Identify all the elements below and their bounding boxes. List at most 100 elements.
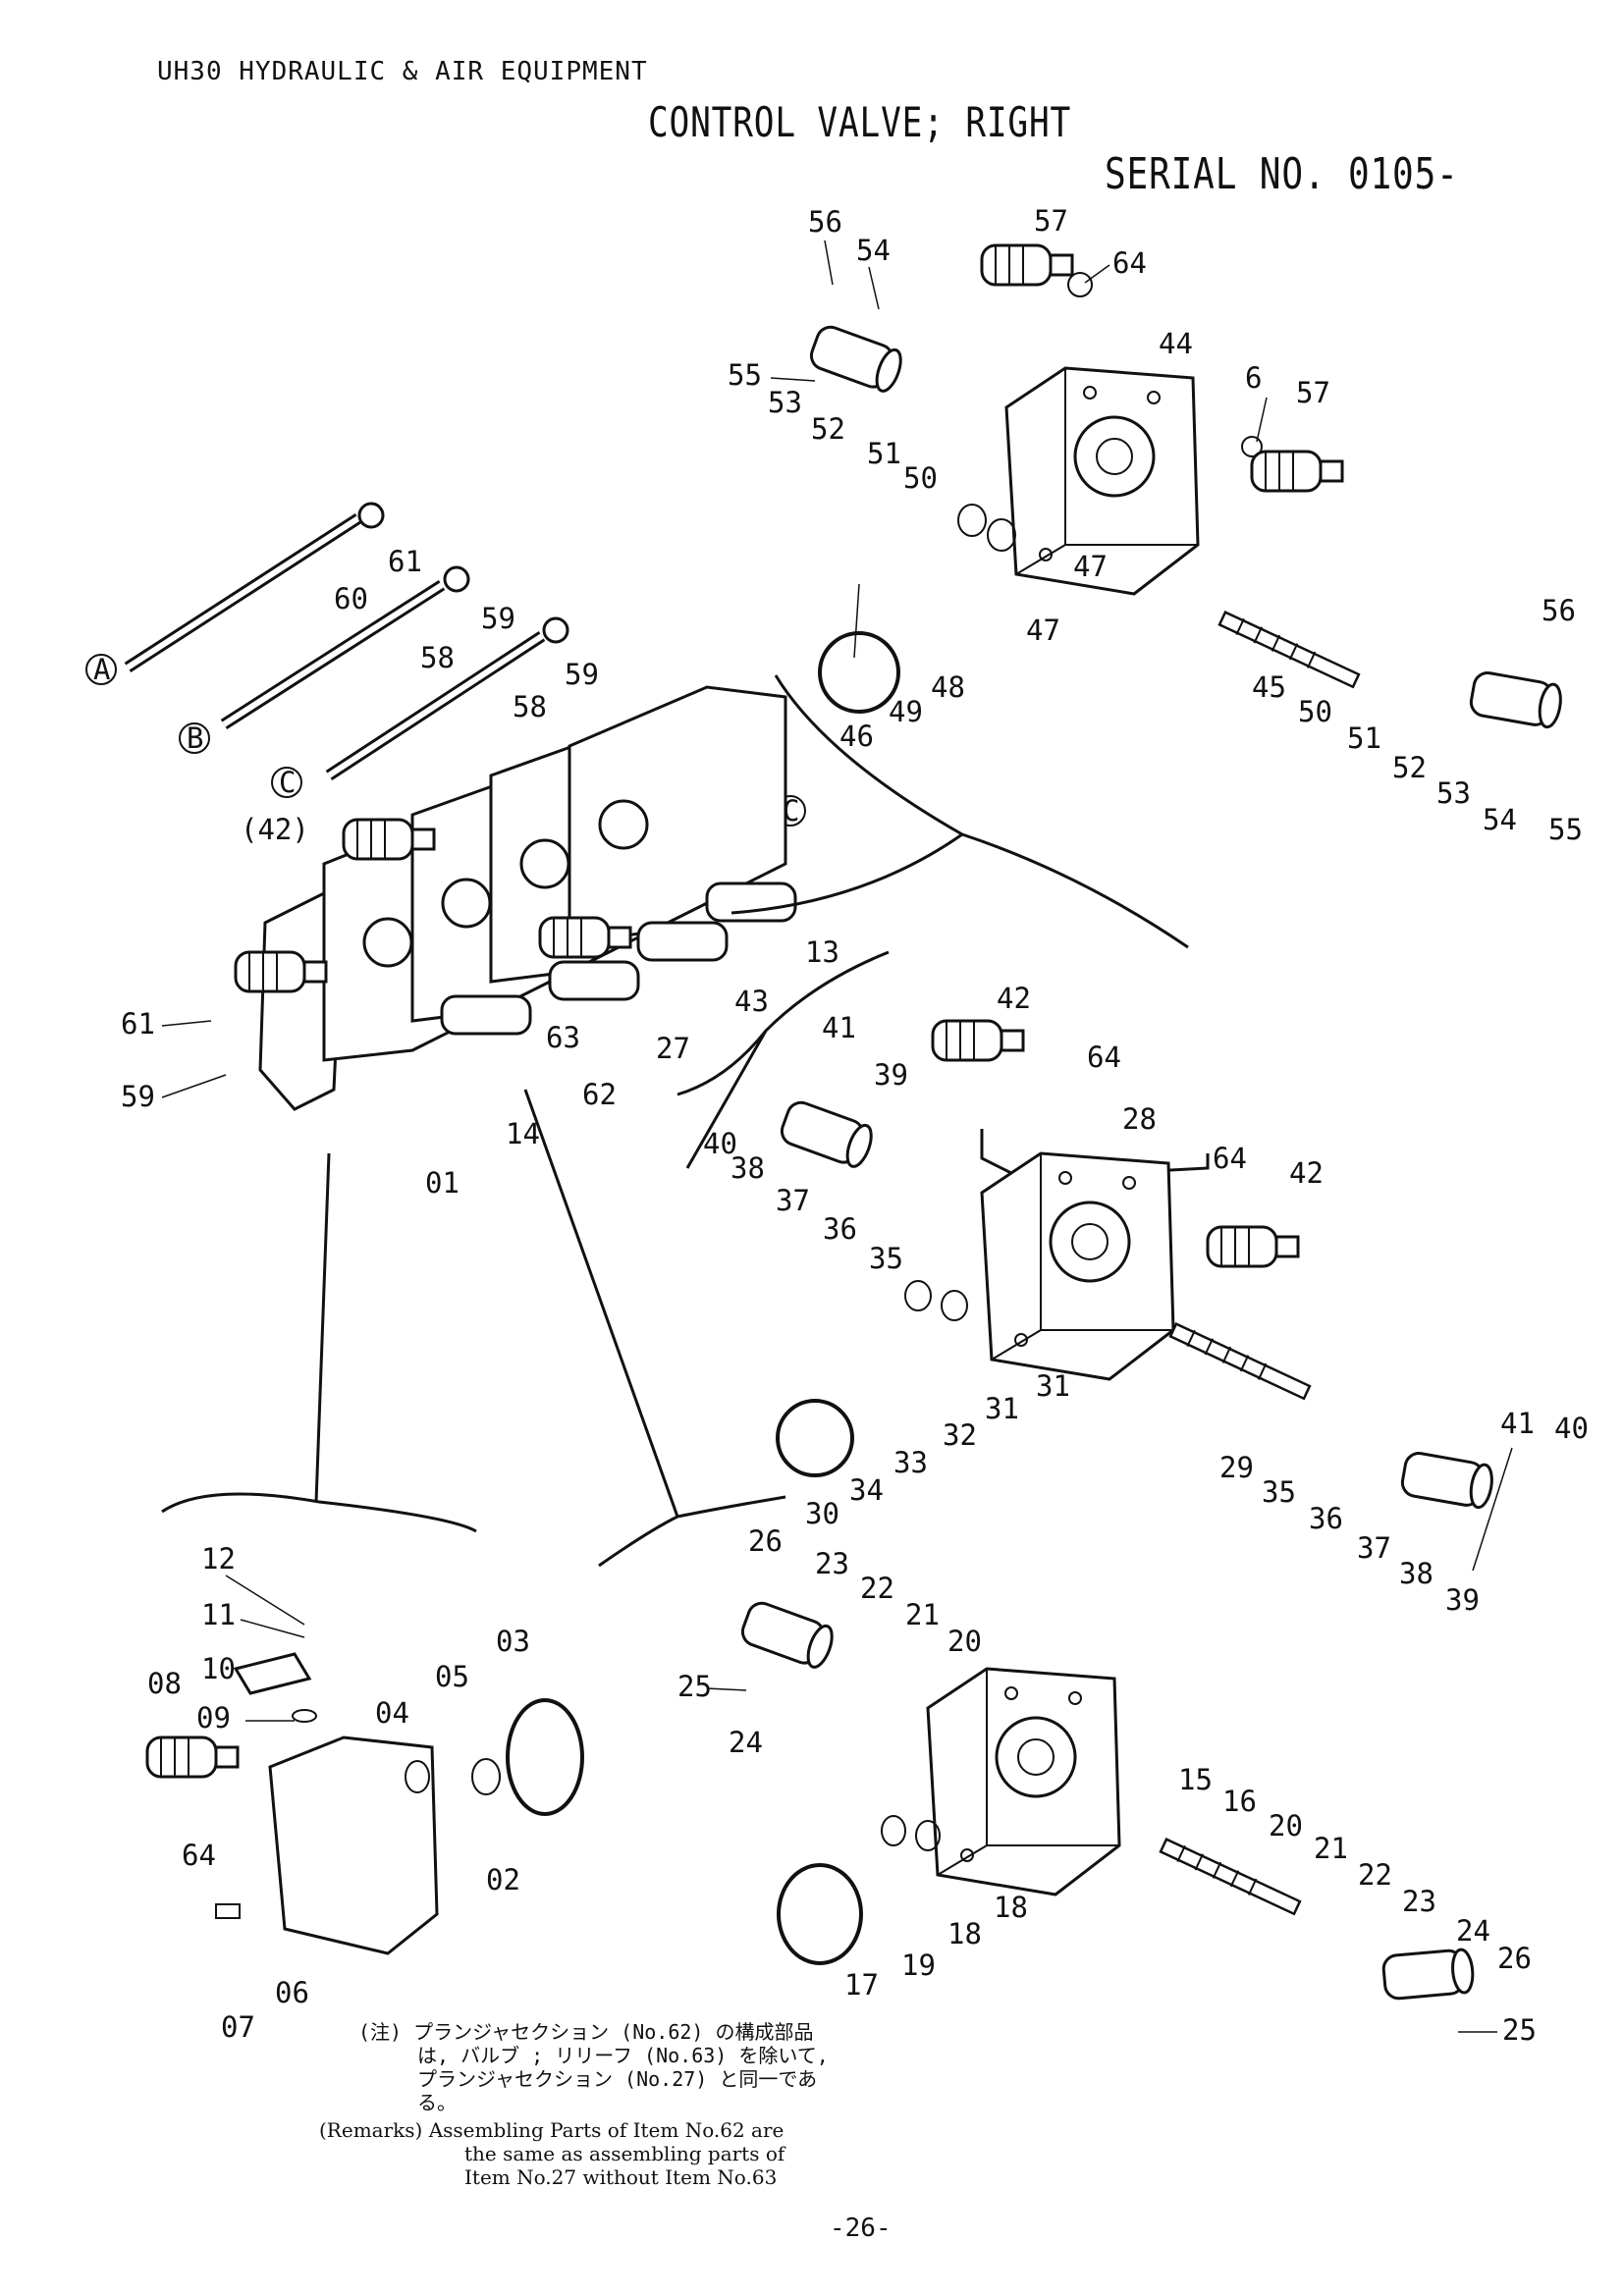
- callout-26: 26: [748, 1524, 783, 1558]
- callout-29: 29: [1219, 1451, 1254, 1484]
- callout-03: 03: [496, 1625, 530, 1658]
- callout-25b: 25: [1502, 2013, 1537, 2047]
- callout-24: 24: [729, 1726, 763, 1759]
- callout-59: 59: [481, 602, 515, 635]
- marker-c-label: C: [279, 766, 296, 799]
- callout-59b: 59: [565, 658, 599, 691]
- callout-36b: 36: [1309, 1502, 1343, 1535]
- callout-55b: 55: [1548, 813, 1583, 846]
- callout-38b: 38: [1399, 1557, 1434, 1590]
- callout-05: 05: [435, 1660, 469, 1693]
- callout-47b: 47: [1026, 614, 1060, 647]
- callout-28: 28: [1122, 1102, 1157, 1136]
- callout-40b: 40: [1554, 1412, 1589, 1445]
- callout-22: 22: [860, 1572, 894, 1605]
- callout-39b: 39: [1445, 1583, 1480, 1617]
- exploded-section-44: [805, 243, 1565, 730]
- callout-56b: 56: [1542, 594, 1576, 627]
- callout-35b: 35: [1262, 1475, 1296, 1509]
- marker-a-icon: [85, 654, 117, 685]
- callout-61b: 61: [121, 1007, 155, 1041]
- callout-34: 34: [849, 1473, 884, 1507]
- callout-06: 06: [275, 1976, 309, 2009]
- callout-31b: 31: [985, 1392, 1019, 1425]
- callout-57b: 57: [1296, 376, 1330, 409]
- callout-53b: 53: [1436, 776, 1471, 810]
- callout-30: 30: [805, 1497, 839, 1530]
- remarks-en-line-3: Item No.27 without Item No.63: [464, 2165, 778, 2189]
- callout-64c: 64: [1213, 1142, 1247, 1175]
- assembled-valve-stack: [258, 685, 1210, 1180]
- callout-57: 57: [1034, 204, 1068, 238]
- callout-18: 18: [994, 1891, 1028, 1924]
- callout-6: 6: [1245, 361, 1262, 395]
- callout-16: 16: [1222, 1785, 1257, 1818]
- leader-lines: [161, 240, 1513, 2033]
- callout-41b: 41: [1500, 1407, 1535, 1440]
- callout-21b: 21: [1314, 1832, 1348, 1865]
- callout-11: 11: [201, 1598, 236, 1631]
- callout-54b: 54: [1483, 803, 1517, 836]
- callout-45: 45: [1252, 670, 1286, 704]
- callout-09: 09: [196, 1701, 231, 1735]
- callout-46: 46: [839, 720, 874, 753]
- section-title: CONTROL VALVE; RIGHT: [648, 98, 1072, 146]
- callout-20: 20: [947, 1625, 982, 1658]
- callout-52b: 52: [1392, 751, 1427, 784]
- remarks-en-line-1: (Remarks) Assembling Parts of Item No.62…: [319, 2118, 784, 2142]
- callout-48: 48: [931, 670, 965, 704]
- callout-58b: 58: [513, 690, 547, 723]
- callout-63: 63: [546, 1021, 580, 1054]
- callout-42c: 42: [1289, 1156, 1324, 1190]
- callout-51: 51: [867, 437, 901, 470]
- callout-07: 07: [221, 2010, 255, 2044]
- callout-17: 17: [844, 1968, 879, 2002]
- callout-42: 42: [997, 982, 1031, 1015]
- remarks-english: (Remarks) Assembling Parts of Item No.62…: [319, 2118, 784, 2189]
- callout-52: 52: [811, 412, 845, 446]
- callout-32: 32: [943, 1418, 977, 1452]
- callout-02: 02: [486, 1863, 520, 1896]
- remarks-jp-line-2: は, バルブ ; リリーフ (No.63) を除いて,: [417, 2044, 829, 2067]
- callout-55: 55: [728, 358, 762, 392]
- remarks-jp-line-3: プランジャセクション (No.27) と同一であ: [417, 2067, 818, 2091]
- callout-44: 44: [1159, 327, 1193, 360]
- callout-21: 21: [905, 1598, 940, 1631]
- brace-lines: [161, 674, 1189, 1568]
- marker-b-icon: [179, 722, 210, 754]
- callout-64d: 64: [182, 1839, 216, 1872]
- remarks-en-line-2: the same as assembling parts of: [464, 2142, 785, 2165]
- tie-rod-a: [124, 512, 362, 673]
- callout-13: 13: [805, 935, 839, 969]
- callout-35: 35: [869, 1242, 903, 1275]
- callout-22b: 22: [1358, 1858, 1392, 1892]
- callout-40: 40: [703, 1127, 737, 1160]
- callout-10: 10: [201, 1652, 236, 1685]
- callout-56: 56: [808, 205, 842, 239]
- remarks-japanese: (注) プランジャセクション (No.62) の構成部品 は, バルブ ; リリ…: [358, 2020, 829, 2114]
- callout-61: 61: [388, 545, 422, 578]
- callout-50: 50: [903, 461, 938, 495]
- callout-49: 49: [889, 695, 923, 728]
- callout-36: 36: [823, 1212, 857, 1246]
- callout-39: 39: [874, 1058, 908, 1092]
- callout-01: 01: [425, 1166, 460, 1200]
- callout-47: 47: [1073, 550, 1108, 583]
- callout-26b: 26: [1497, 1942, 1532, 1975]
- callout-37b: 37: [1357, 1531, 1391, 1565]
- callout-19: 19: [901, 1949, 936, 1982]
- callout-43: 43: [734, 985, 769, 1018]
- callout-41: 41: [822, 1011, 856, 1044]
- page-number: -26-: [830, 2214, 892, 2243]
- exploded-section-15: [736, 1597, 1477, 2002]
- callout-numbers: 56 54 57 64 55 53 52 51 50 44 6 57 47 47…: [121, 204, 1589, 2047]
- callout-64: 64: [1112, 246, 1147, 280]
- callout-20b: 20: [1269, 1809, 1303, 1842]
- remarks-jp-line-4: る。: [417, 2091, 457, 2114]
- callout-38: 38: [730, 1151, 765, 1185]
- callout-62: 62: [582, 1078, 617, 1111]
- callout-12: 12: [201, 1542, 236, 1575]
- callout-23: 23: [815, 1547, 849, 1580]
- callout-27: 27: [656, 1032, 690, 1065]
